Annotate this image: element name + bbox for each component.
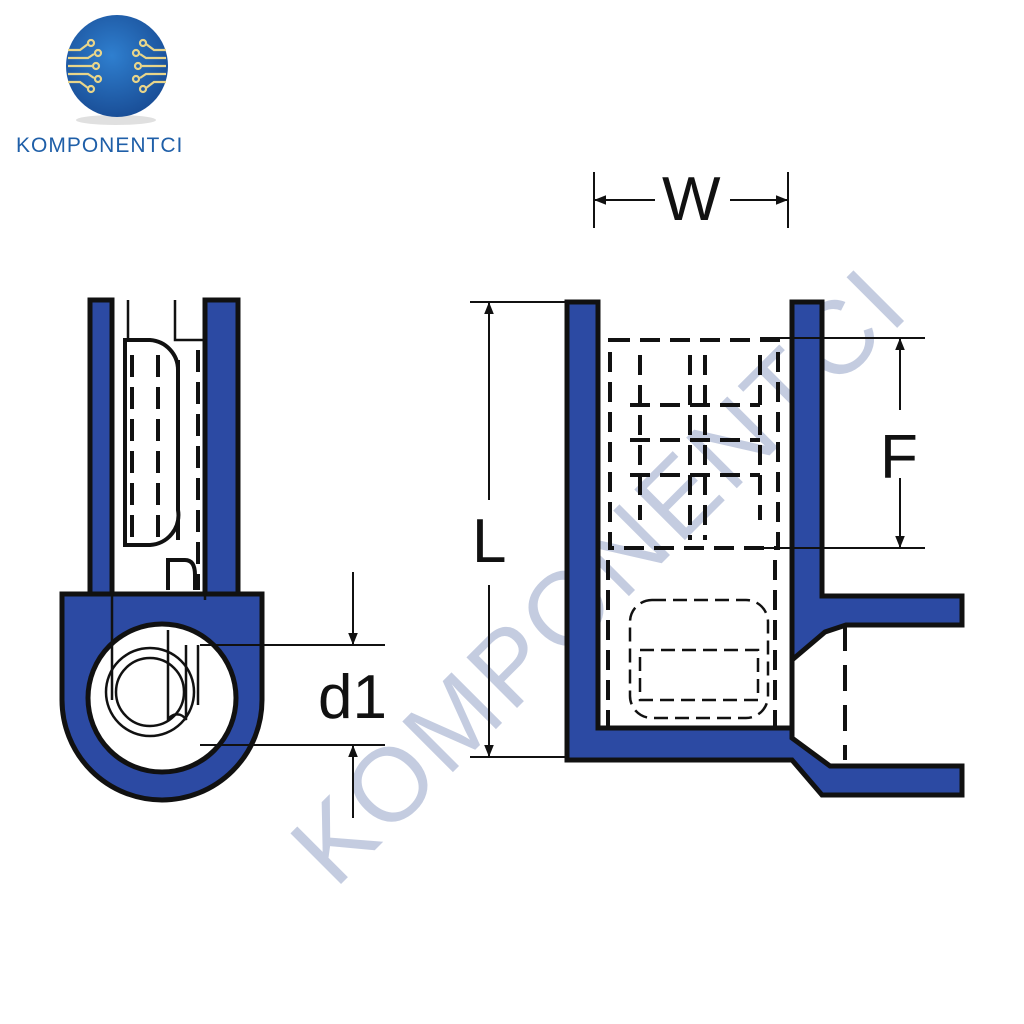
side-view	[59, 297, 265, 803]
f-label: F	[880, 423, 918, 492]
front-view	[564, 299, 965, 798]
dimension-lines	[200, 172, 925, 818]
diameter-label: d1	[318, 663, 387, 732]
length-label: L	[472, 507, 506, 576]
brand-name: KOMPONENTCI	[16, 134, 183, 157]
logo: KOMPONENTCI	[16, 15, 183, 157]
circuit-icon	[68, 38, 166, 94]
width-label: W	[662, 165, 721, 234]
